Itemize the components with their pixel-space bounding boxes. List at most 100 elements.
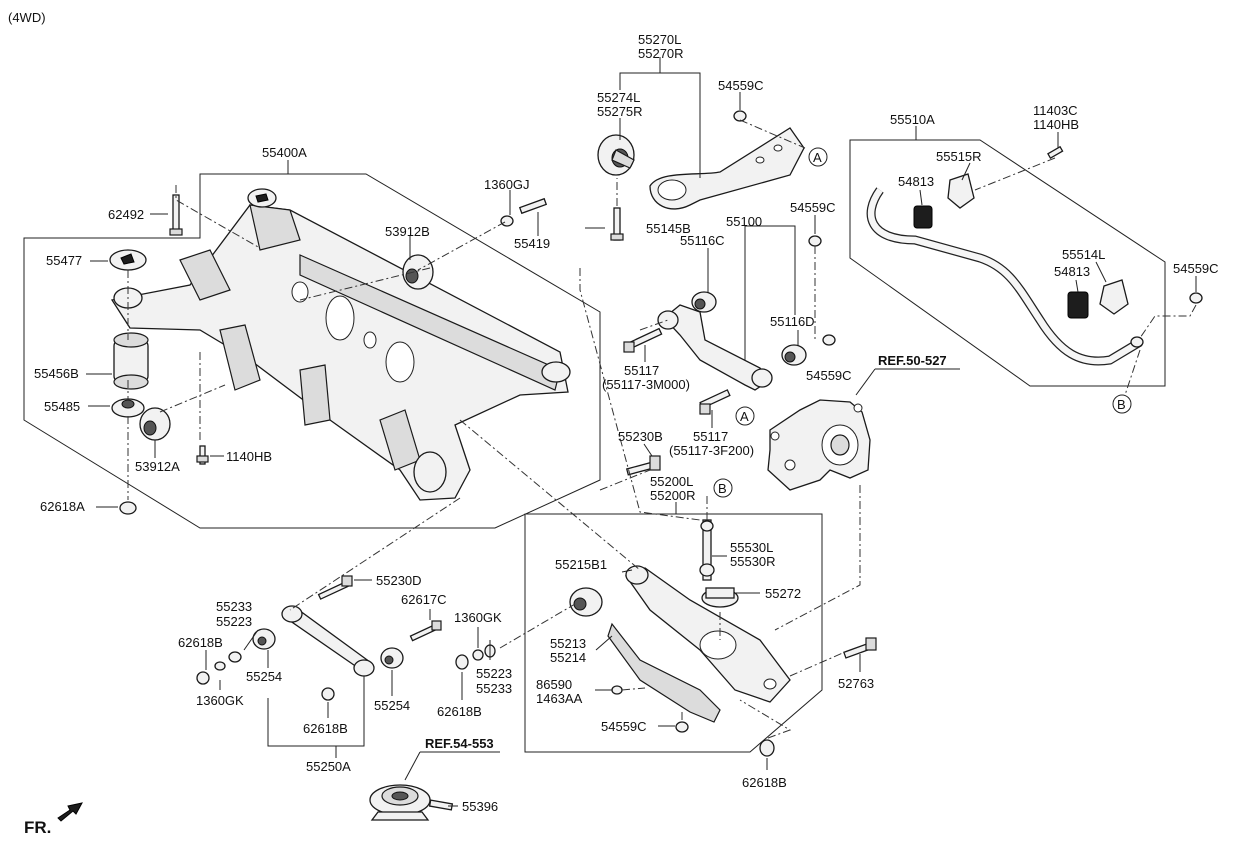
label-55530l: 55530L xyxy=(730,540,773,555)
label-54559c-top: 54559C xyxy=(718,78,764,93)
bolt-55419 xyxy=(518,197,548,215)
leader-lines xyxy=(86,57,1197,807)
front-direction-indicator: FR. xyxy=(24,802,83,837)
label-55145b: 55145B xyxy=(646,221,691,236)
label-62618a: 62618A xyxy=(40,499,85,514)
ref-marker-a-top: A xyxy=(808,147,828,167)
label-55100: 55100 xyxy=(726,214,762,229)
nut-62618b-mid xyxy=(321,687,335,701)
label-55530r: 55530R xyxy=(730,554,776,569)
label-55214: 55214 xyxy=(550,650,586,665)
label-62618b-left: 62618B xyxy=(178,635,223,650)
bolt-86590 xyxy=(611,685,623,695)
label-55116c: 55116C xyxy=(680,233,725,248)
front-label: FR. xyxy=(24,818,51,837)
label-1360gk-left: 1360GK xyxy=(196,693,244,708)
nut-54559c-bottom xyxy=(675,721,689,733)
stabilizer-group-frame xyxy=(849,139,1166,387)
bolt-1140hb-subframe xyxy=(196,445,209,465)
bolt-55230b xyxy=(625,455,661,476)
front-arrow-icon xyxy=(57,802,83,822)
bushing-55254-left xyxy=(252,628,276,650)
label-55223-right: 55223 xyxy=(476,666,512,681)
bushing-53912a xyxy=(139,407,171,441)
ref-marker-a-knuckle: A xyxy=(735,406,755,426)
label-53912b: 53912B xyxy=(385,224,430,239)
bolt-55117-b xyxy=(699,389,731,415)
nut-54559c-top xyxy=(733,110,747,122)
label-55200r: 55200R xyxy=(650,488,696,503)
label-55250a: 55250A xyxy=(306,759,351,774)
stabilizer-bushing-54813-top xyxy=(913,205,933,229)
label-55213: 55213 xyxy=(550,636,586,651)
spring-seat-55272 xyxy=(701,587,739,608)
stabilizer-bracket-55515r xyxy=(947,173,975,209)
mount-ref-54-553 xyxy=(369,784,431,821)
label-54559c-right: 54559C xyxy=(806,368,852,383)
label-55215b1: 55215B1 xyxy=(555,557,607,572)
svg-text:A: A xyxy=(740,409,749,424)
label-62618b-mid: 62618B xyxy=(303,721,348,736)
label-55116d: 55116D xyxy=(770,314,815,329)
label-62618b-bottom: 62618B xyxy=(742,775,787,790)
label-55272: 55272 xyxy=(765,586,801,601)
washer-1360gk-right xyxy=(472,649,484,661)
label-54559c-bottom: 54559C xyxy=(601,719,647,734)
mount-bushing-55456b xyxy=(113,332,149,390)
bolt-55230d xyxy=(317,575,353,600)
assembly-lines xyxy=(127,119,1197,739)
label-54559c-far: 54559C xyxy=(1173,261,1219,276)
nut-54559c-right xyxy=(822,334,836,346)
lower-arm-group-frame xyxy=(524,513,823,753)
label-55117-3m000: (55117-3M000) xyxy=(602,377,690,392)
washer-55233-left xyxy=(228,651,242,663)
bolt-52763 xyxy=(843,637,877,659)
label-55396: 55396 xyxy=(462,799,498,814)
bushing-55116c xyxy=(691,291,717,313)
stabilizer-bracket-55514l xyxy=(1099,279,1129,315)
label-ref-54-553: REF.54-553 xyxy=(425,736,494,751)
label-55477: 55477 xyxy=(46,253,82,268)
label-ref-50-527: REF.50-527 xyxy=(878,353,947,368)
label-55270l: 55270L xyxy=(638,32,681,47)
label-55230d: 55230D xyxy=(376,573,422,588)
label-55117-b: 55117 xyxy=(693,429,728,444)
label-55510a: 55510A xyxy=(890,112,935,127)
label-55223: 55223 xyxy=(216,614,252,629)
label-55117-a: 55117 xyxy=(624,363,659,378)
label-55275r: 55275R xyxy=(597,104,643,119)
label-55515r: 55515R xyxy=(936,149,982,164)
label-55485: 55485 xyxy=(44,399,80,414)
label-52763: 52763 xyxy=(838,676,874,691)
label-55200l: 55200L xyxy=(650,474,693,489)
label-1360gk-right: 1360GK xyxy=(454,610,502,625)
lower-arm-55200 xyxy=(625,565,791,703)
label-1360gj: 1360GJ xyxy=(484,177,530,192)
label-55254-left: 55254 xyxy=(246,669,282,684)
label-54559c-mid: 54559C xyxy=(790,200,836,215)
stabilizer-bushing-54813-bottom xyxy=(1067,291,1089,319)
label-54813-top: 54813 xyxy=(898,174,934,189)
crossmember-subframe xyxy=(110,188,571,501)
mount-cap-55477 xyxy=(109,249,147,271)
label-62492: 62492 xyxy=(108,207,144,222)
subframe-group-frame xyxy=(23,173,601,529)
nut-62618b-lower xyxy=(455,654,469,670)
bolt-55396 xyxy=(428,799,454,811)
label-86590: 86590 xyxy=(536,677,572,692)
part-labels: 55270L 55270R 55274L 55275R 54559C 55145… xyxy=(34,32,1219,814)
drive-type-label: (4WD) xyxy=(8,10,46,25)
bolt-55117-a xyxy=(623,327,663,353)
bolt-11403c xyxy=(1047,145,1064,159)
washer-1360gk-left xyxy=(214,661,226,671)
label-55254-right: 55254 xyxy=(374,698,410,713)
nut-62618a xyxy=(119,501,137,515)
label-53912a: 53912A xyxy=(135,459,180,474)
label-55274l: 55274L xyxy=(597,90,640,105)
label-54813-bottom: 54813 xyxy=(1054,264,1090,279)
label-55514l: 55514L xyxy=(1062,247,1105,262)
label-55230b: 55230B xyxy=(618,429,663,444)
knuckle-ref-50-527 xyxy=(767,399,871,491)
ref-marker-b-lowerarm: B xyxy=(713,478,733,498)
